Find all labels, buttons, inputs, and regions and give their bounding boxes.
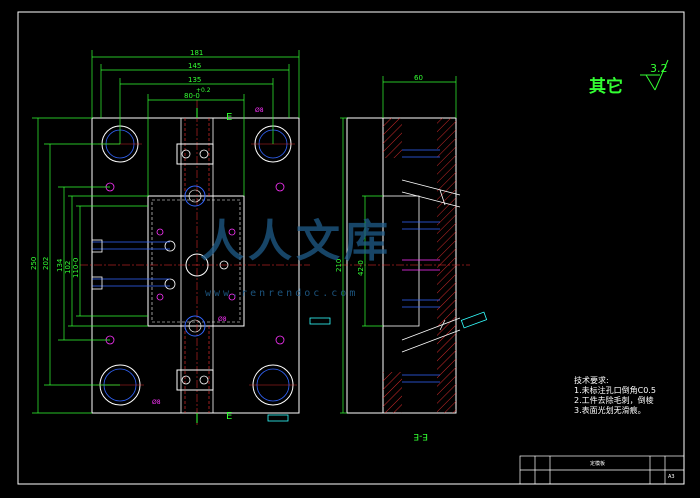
section-mark-top: E: [226, 112, 232, 123]
watermark-logo-text: 人人文库: [200, 216, 392, 267]
roughness-value: 3.2: [650, 62, 668, 75]
notes-line-2: 2.工件去除毛刺，倒棱: [574, 396, 654, 405]
front-view: E E Ø8 Ø8 Ø8 181 145 135 +0.2 80-0: [30, 49, 331, 425]
dim-80: 80-0: [184, 92, 200, 100]
dim-181: 181: [190, 49, 203, 57]
dim-134: 134: [56, 258, 64, 272]
cavity-block: [147, 195, 245, 327]
technical-notes: 技术要求: 1.未标注孔口倒角C0.5 2.工件去除毛刺，倒棱 3.表面光划无滑…: [574, 376, 684, 416]
dim-250: 250: [30, 257, 38, 270]
notes-line-3: 3.表面光划无滑痕。: [574, 406, 646, 415]
dim-side-inner: 42-0: [357, 260, 365, 276]
section-label: E-E: [413, 431, 428, 441]
dim-145: 145: [188, 62, 201, 70]
roughness-title: 其它: [589, 77, 623, 97]
watermark-url: www.renrendoc.com: [205, 288, 359, 299]
section-mark-bottom: E: [226, 411, 232, 422]
title-block-name: 定模板: [590, 461, 606, 467]
dim-side-width: 60: [414, 74, 423, 82]
guide-hole-bottom-right: [249, 364, 297, 406]
drawing-border: [17, 11, 685, 485]
dim-110: 110-0: [72, 258, 80, 278]
title-block: [519, 455, 685, 485]
dim-102: 102: [64, 261, 72, 274]
hole-label-bottom: Ø8: [152, 399, 161, 406]
dim-side-height: 210: [335, 259, 343, 272]
section-view: 60 210 42-0 E-E: [335, 74, 488, 441]
hole-label-mid: Ø8: [218, 316, 227, 323]
notes-line-1: 1.未标注孔口倒角C0.5: [574, 386, 656, 395]
slider-block-bottom: [176, 369, 214, 391]
sprue-hole: [185, 253, 209, 277]
dim-202: 202: [42, 257, 50, 270]
dim-135: 135: [188, 76, 201, 84]
dim-80-tol: +0.2: [196, 87, 211, 94]
slider-block-top: [176, 143, 214, 165]
plate-outline: [91, 117, 300, 414]
roughness-symbol: [640, 59, 669, 91]
hole-label-top: Ø8: [255, 107, 264, 114]
title-block-code: A3: [668, 474, 675, 480]
notes-title: 技术要求:: [574, 376, 609, 385]
